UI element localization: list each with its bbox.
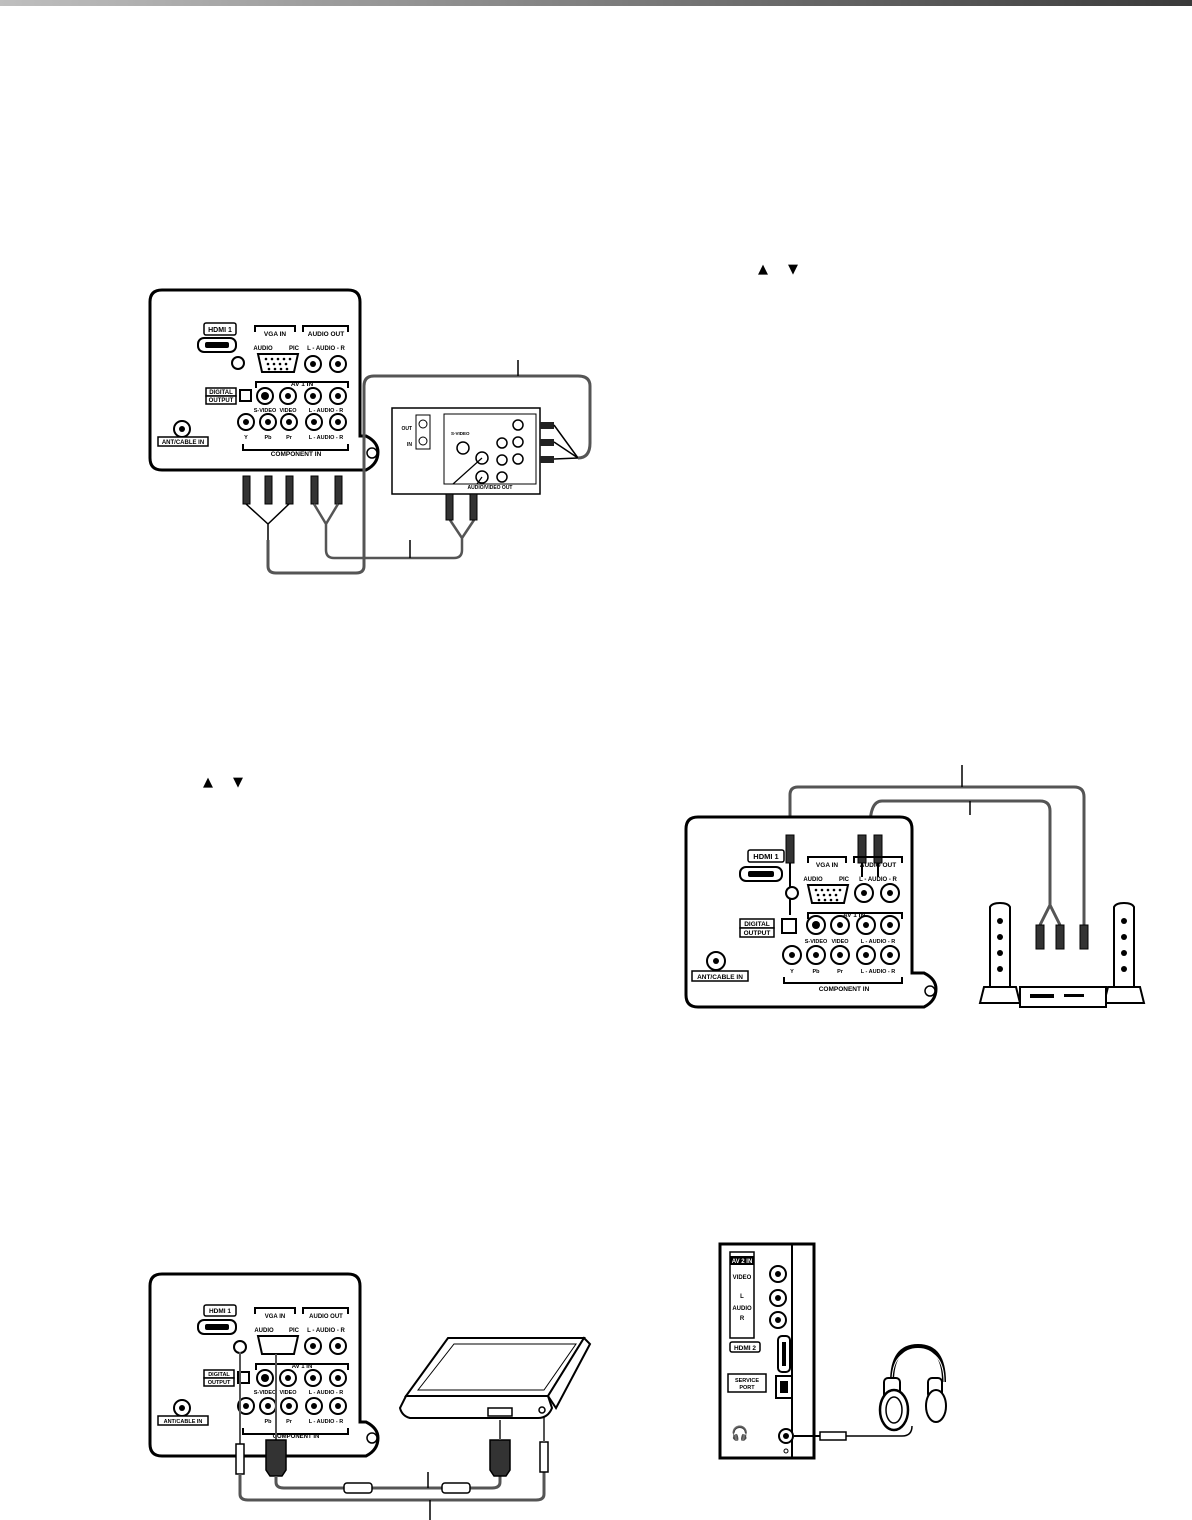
audio-cable <box>238 1472 546 1502</box>
service-label: SERVICE <box>735 1378 759 1384</box>
vga-plug <box>265 1439 287 1477</box>
av1-lr-label: L - AUDIO - R <box>861 939 896 945</box>
component-lr-label: L - AUDIO - R <box>861 969 896 975</box>
pic-label: PIC <box>289 1328 300 1334</box>
pic-label: PIC <box>839 877 850 883</box>
component-lr-label: L - AUDIO - R <box>309 435 344 441</box>
rca-audio-cable <box>868 799 1062 926</box>
audio-label: AUDIO <box>803 877 823 883</box>
device-s-video-label: S-VIDEO <box>451 431 470 436</box>
down-arrow-icon: ▼ <box>233 775 243 790</box>
video-label: VIDEO <box>831 939 849 945</box>
pb-label: Pb <box>264 1419 272 1425</box>
service-jack <box>231 356 245 370</box>
digital-label: DIGITAL <box>208 1372 230 1378</box>
audio-out-label: AUDIO OUT <box>309 1314 343 1320</box>
down-arrow-icon: ▼ <box>788 262 798 277</box>
hdmi1-label: HDMI 1 <box>208 327 232 334</box>
optical-port <box>237 1371 250 1384</box>
audio-out-label: AUDIO OUT <box>860 862 897 869</box>
video-label: VIDEO <box>279 1390 297 1396</box>
av1-lr-label: L - AUDIO - R <box>309 1390 344 1396</box>
pb-label: Pb <box>264 435 272 441</box>
audio-out-lr-label: L - AUDIO - R <box>307 1328 345 1334</box>
digital-label: DIGITAL <box>744 921 770 928</box>
port-label: PORT <box>739 1385 755 1391</box>
component-in-label: COMPONENT IN <box>819 986 870 993</box>
av1-lr-label: L - AUDIO - R <box>309 408 344 414</box>
device-in-label: IN <box>407 442 412 448</box>
vga-in-label: VGA IN <box>264 331 286 338</box>
up-arrow-icon: ▲ <box>203 775 213 790</box>
ant-cable-in-label: ANT/CABLE IN <box>697 974 743 981</box>
audio-cable <box>312 503 476 560</box>
vga-port <box>256 1335 300 1355</box>
output-label: OUTPUT <box>209 398 234 404</box>
component-lr-label: L - AUDIO - R <box>309 1419 344 1425</box>
audio-label: AUDIO <box>254 1328 274 1334</box>
av2-r-label: R <box>740 1316 745 1322</box>
vga-in-label: VGA IN <box>265 1314 285 1320</box>
av1-in-label: AV 1 IN <box>291 381 314 388</box>
page-header-bar <box>0 0 1192 6</box>
headphones <box>878 1343 947 1432</box>
arrow-hint-middle: ▲▼ <box>203 775 243 790</box>
pb-label: Pb <box>812 969 820 975</box>
audio-label: AUDIO <box>253 346 273 352</box>
y-label: Y <box>244 435 248 441</box>
audio-output-diagram: HDMI 1 VGA IN AUDIO PIC AUDIO OUT L - AU… <box>684 765 1146 1009</box>
home-theater-system <box>978 901 1146 1008</box>
optical-port <box>239 389 252 402</box>
headphone-icon: 🎧 <box>731 1425 748 1442</box>
device-av-out-label: AUDIO/VIDEO OUT <box>467 485 512 491</box>
audio-out-lr-label: L - AUDIO - R <box>307 346 345 352</box>
vga-port <box>806 884 850 904</box>
ant-cable-in-label: ANT/CABLE IN <box>162 440 204 446</box>
av1-in-label: AV 1 IN <box>843 912 866 919</box>
vga-in-label: VGA IN <box>816 862 838 869</box>
component-connection-diagram: HDMI 1 VGA IN AUDIO PIC AUDIO OUT L - AU… <box>148 288 592 575</box>
s-video-label: S-VIDEO <box>254 1390 277 1396</box>
ant-cable-in-label: ANT/CABLE IN <box>164 1419 203 1425</box>
output-label: OUTPUT <box>744 930 771 937</box>
digital-label: DIGITAL <box>209 390 233 396</box>
device-out-label: OUT <box>401 426 412 432</box>
component-in-label: COMPONENT IN <box>273 1434 320 1440</box>
headphone-connection-diagram: AV 2 IN VIDEO L AUDIO R HDMI 2 SERVICE P… <box>718 1242 947 1460</box>
up-arrow-icon: ▲ <box>758 262 768 277</box>
audio-out-lr-label: L - AUDIO - R <box>859 877 897 883</box>
pic-label: PIC <box>289 346 300 352</box>
hdmi1-label: HDMI 1 <box>753 852 778 861</box>
y-label: Y <box>790 969 794 975</box>
arrow-hint-top: ▲▼ <box>758 262 798 277</box>
pr-label: Pr <box>286 1419 293 1425</box>
optical-cable <box>788 785 1086 925</box>
component-cable <box>266 374 592 575</box>
laptop-computer <box>398 1336 592 1419</box>
av1-in-label: AV 1 IN <box>292 1364 313 1370</box>
hdmi2-label: HDMI 2 <box>734 1345 756 1352</box>
video-label: VIDEO <box>279 408 297 414</box>
av2-l-label: L <box>740 1294 744 1300</box>
component-in-label: COMPONENT IN <box>271 451 322 458</box>
av2-in-label: AV 2 IN <box>732 1259 753 1265</box>
hdmi1-label: HDMI 1 <box>209 1308 231 1315</box>
output-label: OUTPUT <box>208 1380 231 1386</box>
optical-port <box>781 918 797 934</box>
s-video-label: S-VIDEO <box>254 408 277 414</box>
vga-port <box>256 353 300 373</box>
computer-connection-diagram: HDMI 1 VGA IN AUDIO PIC AUDIO OUT L - AU… <box>148 1272 592 1520</box>
vga-cable <box>274 1476 502 1490</box>
av2-video-label: VIDEO <box>733 1275 752 1281</box>
av2-audio-label: AUDIO <box>732 1306 752 1312</box>
s-video-label: S-VIDEO <box>805 939 828 945</box>
pr-label: Pr <box>286 435 293 441</box>
pr-label: Pr <box>837 969 844 975</box>
audio-out-label: AUDIO OUT <box>308 331 345 338</box>
